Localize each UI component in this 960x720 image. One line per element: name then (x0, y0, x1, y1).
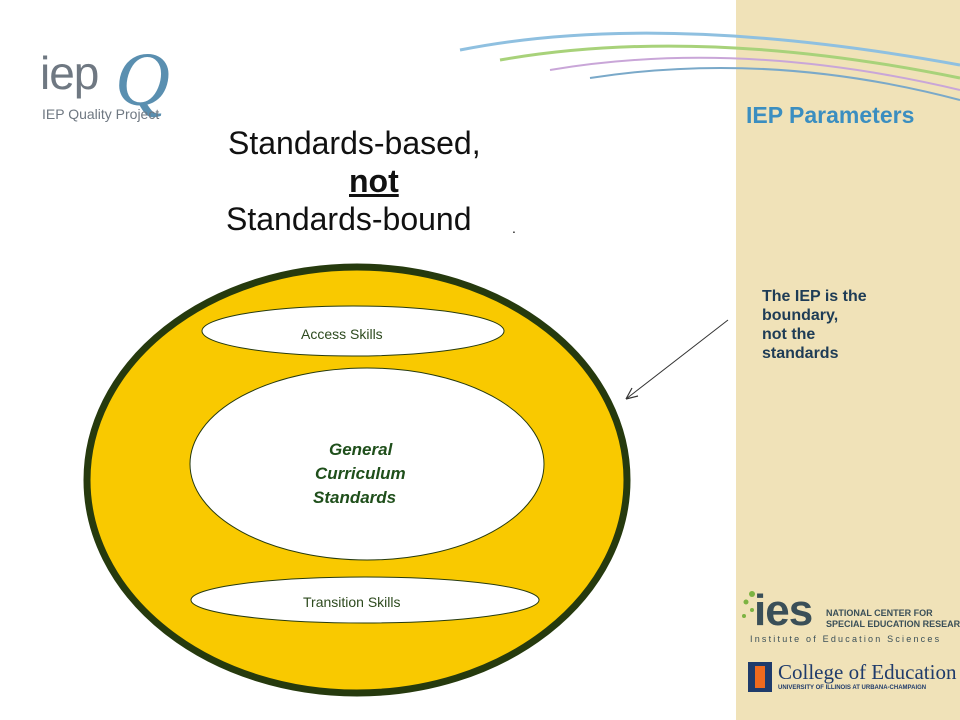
arrow-line (625, 319, 729, 400)
note-line-1: The IEP is the (762, 288, 867, 305)
title-line-2: not (349, 163, 399, 199)
ies-name-line-2: SPECIAL EDUCATION RESEARCH (826, 619, 960, 629)
ies-center-name: NATIONAL CENTER FOR SPECIAL EDUCATION RE… (826, 608, 960, 630)
logo-word: iep (40, 47, 99, 99)
general-label-line-2: Curriculum (315, 464, 406, 483)
boundary-note: The IEP is the boundary, not the standar… (762, 287, 867, 363)
general-curriculum-ellipse (189, 367, 545, 561)
arrow-head (625, 387, 639, 400)
note-line-3: not the (762, 326, 816, 343)
general-label-line-3: Standards (313, 488, 397, 507)
ies-name-line-1: NATIONAL CENTER FOR (826, 608, 933, 618)
sidebar-title: IEP Parameters (746, 102, 915, 128)
note-line-2: boundary, (762, 307, 839, 324)
note-line-4: standards (762, 345, 839, 362)
title-line-3: Standards-bound (226, 201, 472, 237)
decorative-swoosh (459, 31, 960, 101)
access-skills-ellipse (201, 305, 505, 357)
transition-skills-label: Transition Skills (303, 594, 401, 610)
general-label-line-1: General (329, 440, 393, 459)
illinois-block-i-icon (748, 662, 772, 692)
boundary-diagram (83, 263, 729, 697)
logo-subtitle: IEP Quality Project (42, 106, 160, 122)
college-of-education-logo: College of Education UNIVERSITY OF ILLIN… (748, 660, 956, 698)
title-line-1: Standards-based, (228, 125, 481, 161)
transition-skills-ellipse (190, 576, 540, 624)
title-trailing-dot: . (512, 220, 516, 236)
coe-title: College of Education (778, 660, 957, 684)
ies-word: ies (754, 586, 813, 635)
ies-logo: ies NATIONAL CENTER FOR SPECIAL EDUCATIO… (738, 586, 960, 648)
general-curriculum-label: General Curriculum Standards (313, 438, 406, 510)
coe-subtitle: UNIVERSITY OF ILLINOIS AT URBANA-CHAMPAI… (778, 685, 927, 691)
logo-q-letter: Q (115, 38, 170, 122)
access-skills-label: Access Skills (301, 326, 383, 342)
sidebar-panel (736, 0, 960, 720)
ies-dots-icon (742, 591, 755, 618)
ies-subtitle: Institute of Education Sciences (750, 634, 942, 644)
